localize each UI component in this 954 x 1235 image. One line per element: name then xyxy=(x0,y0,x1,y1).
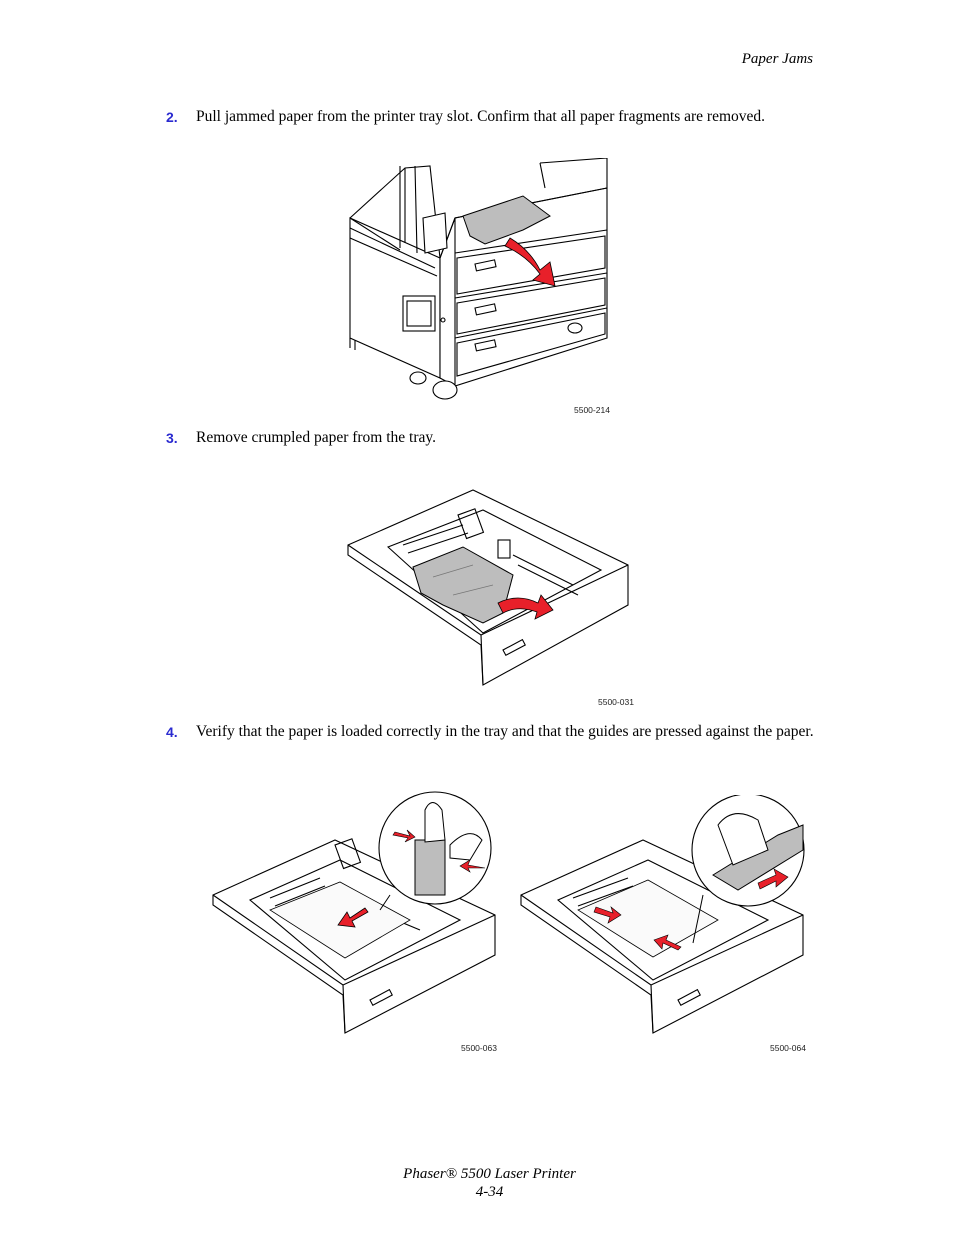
tray-side-guide-illustration xyxy=(212,791,496,1034)
tray-rear-guide-illustration xyxy=(520,795,805,1034)
section-header: Paper Jams xyxy=(741,51,813,67)
printer-jam-illustration xyxy=(349,158,608,400)
step-number: 2. xyxy=(166,109,178,125)
footer-page-number: 4-34 xyxy=(475,1184,504,1200)
figure-caption: 5500-064 xyxy=(770,1043,806,1053)
tray-crumpled-paper-illustration xyxy=(347,489,629,686)
step-number: 3. xyxy=(166,430,178,446)
step-3: 3. Remove crumpled paper from the tray. xyxy=(166,428,816,448)
step-text: Remove crumpled paper from the tray. xyxy=(196,429,437,446)
figure-caption: 5500-031 xyxy=(598,697,634,707)
step-text: Verify that the paper is loaded correctl… xyxy=(196,723,814,740)
page-footer: Phaser® 5500 Laser Printer 4-34 xyxy=(0,1165,954,1201)
step-text: Pull jammed paper from the printer tray … xyxy=(196,108,766,125)
step-2: 2. Pull jammed paper from the printer tr… xyxy=(166,107,816,127)
figure-caption: 5500-214 xyxy=(574,405,610,415)
footer-product: Phaser® 5500 Laser Printer xyxy=(403,1166,576,1182)
step-number: 4. xyxy=(166,724,178,740)
figure-caption: 5500-063 xyxy=(461,1043,497,1053)
step-4: 4. Verify that the paper is loaded corre… xyxy=(166,722,816,742)
